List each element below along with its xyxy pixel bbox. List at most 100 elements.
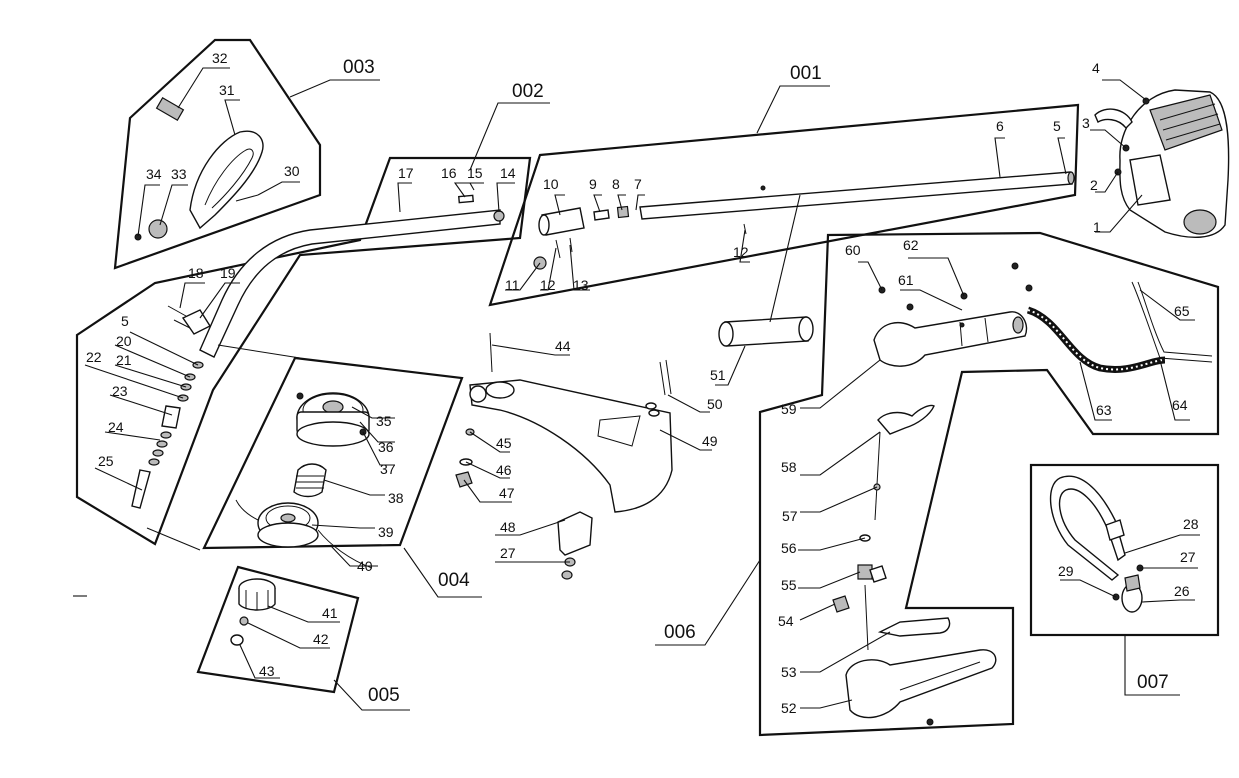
part-53-label: 53: [781, 664, 797, 680]
handle-knob: [148, 219, 168, 239]
part-62-label: 62: [903, 237, 919, 253]
part-56-label: 56: [781, 540, 797, 556]
group-001-leader: [756, 85, 830, 134]
part-41-label: 41: [322, 605, 338, 621]
part-31-label: 31: [219, 82, 235, 98]
group-002-leader: [469, 102, 550, 171]
part-45-label: 45: [496, 435, 512, 451]
part-24-label: 24: [108, 419, 124, 435]
part-42-label: 42: [313, 631, 329, 647]
part-8-label: 8: [612, 176, 620, 192]
part-59-label: 59: [781, 401, 797, 417]
part-7-label: 7: [634, 176, 642, 192]
group-001-outline: [488, 103, 1080, 307]
shoulder-strap-drawing: [1049, 475, 1144, 613]
shaft-clamp: [181, 309, 212, 335]
group-003-leaders: [137, 67, 300, 237]
part-13-label: 13: [573, 277, 589, 293]
part-40-label: 40: [357, 558, 373, 574]
part-51-label: 51: [710, 367, 726, 383]
engine-drawing: [1094, 89, 1230, 239]
part-16-label: 16: [441, 165, 457, 181]
blade-guard-drawing: [455, 332, 673, 580]
part-55-label: 55: [781, 577, 797, 593]
part-22-label: 22: [86, 349, 102, 365]
group-004-outline: [202, 356, 464, 550]
part-50-label: 50: [707, 396, 723, 412]
part-5-label: 5: [121, 313, 129, 329]
part-12-label: 12: [540, 277, 556, 293]
part-61-label: 61: [898, 272, 914, 288]
part-37-label: 37: [380, 461, 396, 477]
group-005-outline: [196, 565, 360, 694]
group-002-outline: [75, 156, 532, 546]
bracket-48: [557, 511, 593, 556]
part-12b-label: 12: [733, 244, 749, 260]
bump-knob-drawing: [230, 578, 276, 646]
part-10-label: 10: [543, 176, 559, 192]
part-58-label: 58: [781, 459, 797, 475]
knob-leaders: [239, 605, 340, 679]
safety-lever: [877, 617, 951, 637]
part-35-label: 35: [376, 413, 392, 429]
part-29-label: 29: [1058, 563, 1074, 579]
strap-leaders: [1060, 534, 1200, 603]
engine-leaders: [1090, 79, 1147, 233]
guard-leaders: [463, 344, 712, 563]
part-27-strap-label: 27: [1180, 549, 1196, 565]
part-43-label: 43: [259, 663, 275, 679]
group-007-label: 007: [1137, 672, 1169, 693]
part-4-label: 4: [1092, 60, 1100, 76]
part-6-label: 6: [996, 118, 1004, 134]
group-002-label: 002: [512, 81, 544, 102]
part-39-label: 39: [378, 524, 394, 540]
part-34-label: 34: [146, 166, 162, 182]
head-leaders: [311, 406, 395, 567]
part-57-label: 57: [782, 508, 798, 524]
group-003-label: 003: [343, 57, 375, 78]
part-17-label: 17: [398, 165, 414, 181]
group-001-leaders: [505, 137, 1067, 291]
throttle-trigger: [877, 404, 935, 435]
part-63-label: 63: [1096, 402, 1112, 418]
part-21-label: 21: [116, 352, 132, 368]
part-18-label: 18: [188, 265, 204, 281]
handle-housing: [845, 649, 997, 719]
trimmer-head-drawing: [235, 392, 373, 569]
part-9-label: 9: [589, 176, 597, 192]
part-27-guard-label: 27: [500, 545, 516, 561]
group-004-label: 004: [438, 570, 470, 591]
part-46-label: 46: [496, 462, 512, 478]
part-36-label: 36: [378, 439, 394, 455]
part-5-tube-label: 5: [1053, 118, 1061, 134]
part-47-label: 47: [499, 485, 515, 501]
group-006-label: 006: [664, 622, 696, 643]
group-005-label: 005: [368, 685, 400, 706]
group-006-outline: [758, 231, 1220, 737]
part-49-label: 49: [702, 433, 718, 449]
part-2-label: 2: [1090, 177, 1098, 193]
part-26-label: 26: [1174, 583, 1190, 599]
part-3-label: 3: [1082, 115, 1090, 131]
part-32-label: 32: [212, 50, 228, 66]
group-007-leader: [1124, 635, 1180, 696]
part-52-label: 52: [781, 700, 797, 716]
part-65-label: 65: [1174, 303, 1190, 319]
drive-tube-drawing: [533, 171, 1075, 270]
loop-handle-drawing: [134, 96, 264, 241]
part-30-label: 30: [284, 163, 300, 179]
group-005-leader: [333, 679, 410, 711]
part-20-label: 20: [116, 333, 132, 349]
part-1-label: 1: [1093, 219, 1101, 235]
part-11-label: 11: [505, 277, 520, 293]
part-25-label: 25: [98, 453, 114, 469]
group-002-leaders: [84, 182, 515, 491]
part-15-label: 15: [467, 165, 483, 181]
grip-sleeve-drawing: [715, 194, 814, 386]
group-003-outline: [113, 38, 322, 270]
part-33-label: 33: [171, 166, 187, 182]
group-006-leader: [655, 559, 761, 646]
throttle-handle-drawing: [832, 262, 1213, 726]
